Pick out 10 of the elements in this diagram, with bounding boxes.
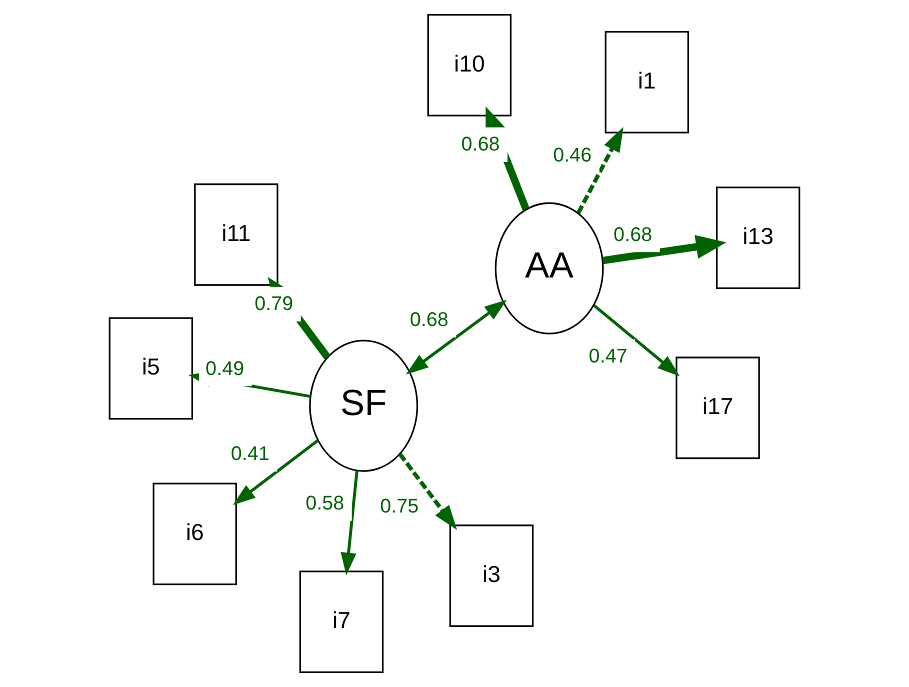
edge-label: 0.68 bbox=[410, 308, 448, 331]
edge-label: 0.75 bbox=[380, 495, 419, 518]
edge-label: 0.68 bbox=[614, 224, 652, 246]
edge-label: 0.46 bbox=[553, 144, 592, 166]
edge-label: 0.79 bbox=[254, 293, 294, 316]
edge-label: 0.41 bbox=[230, 443, 270, 466]
edge-label: 0.49 bbox=[206, 358, 244, 380]
edge-label: 0.68 bbox=[461, 134, 500, 156]
edge-label: 0.58 bbox=[306, 492, 344, 514]
edge-label: 0.47 bbox=[588, 346, 628, 368]
